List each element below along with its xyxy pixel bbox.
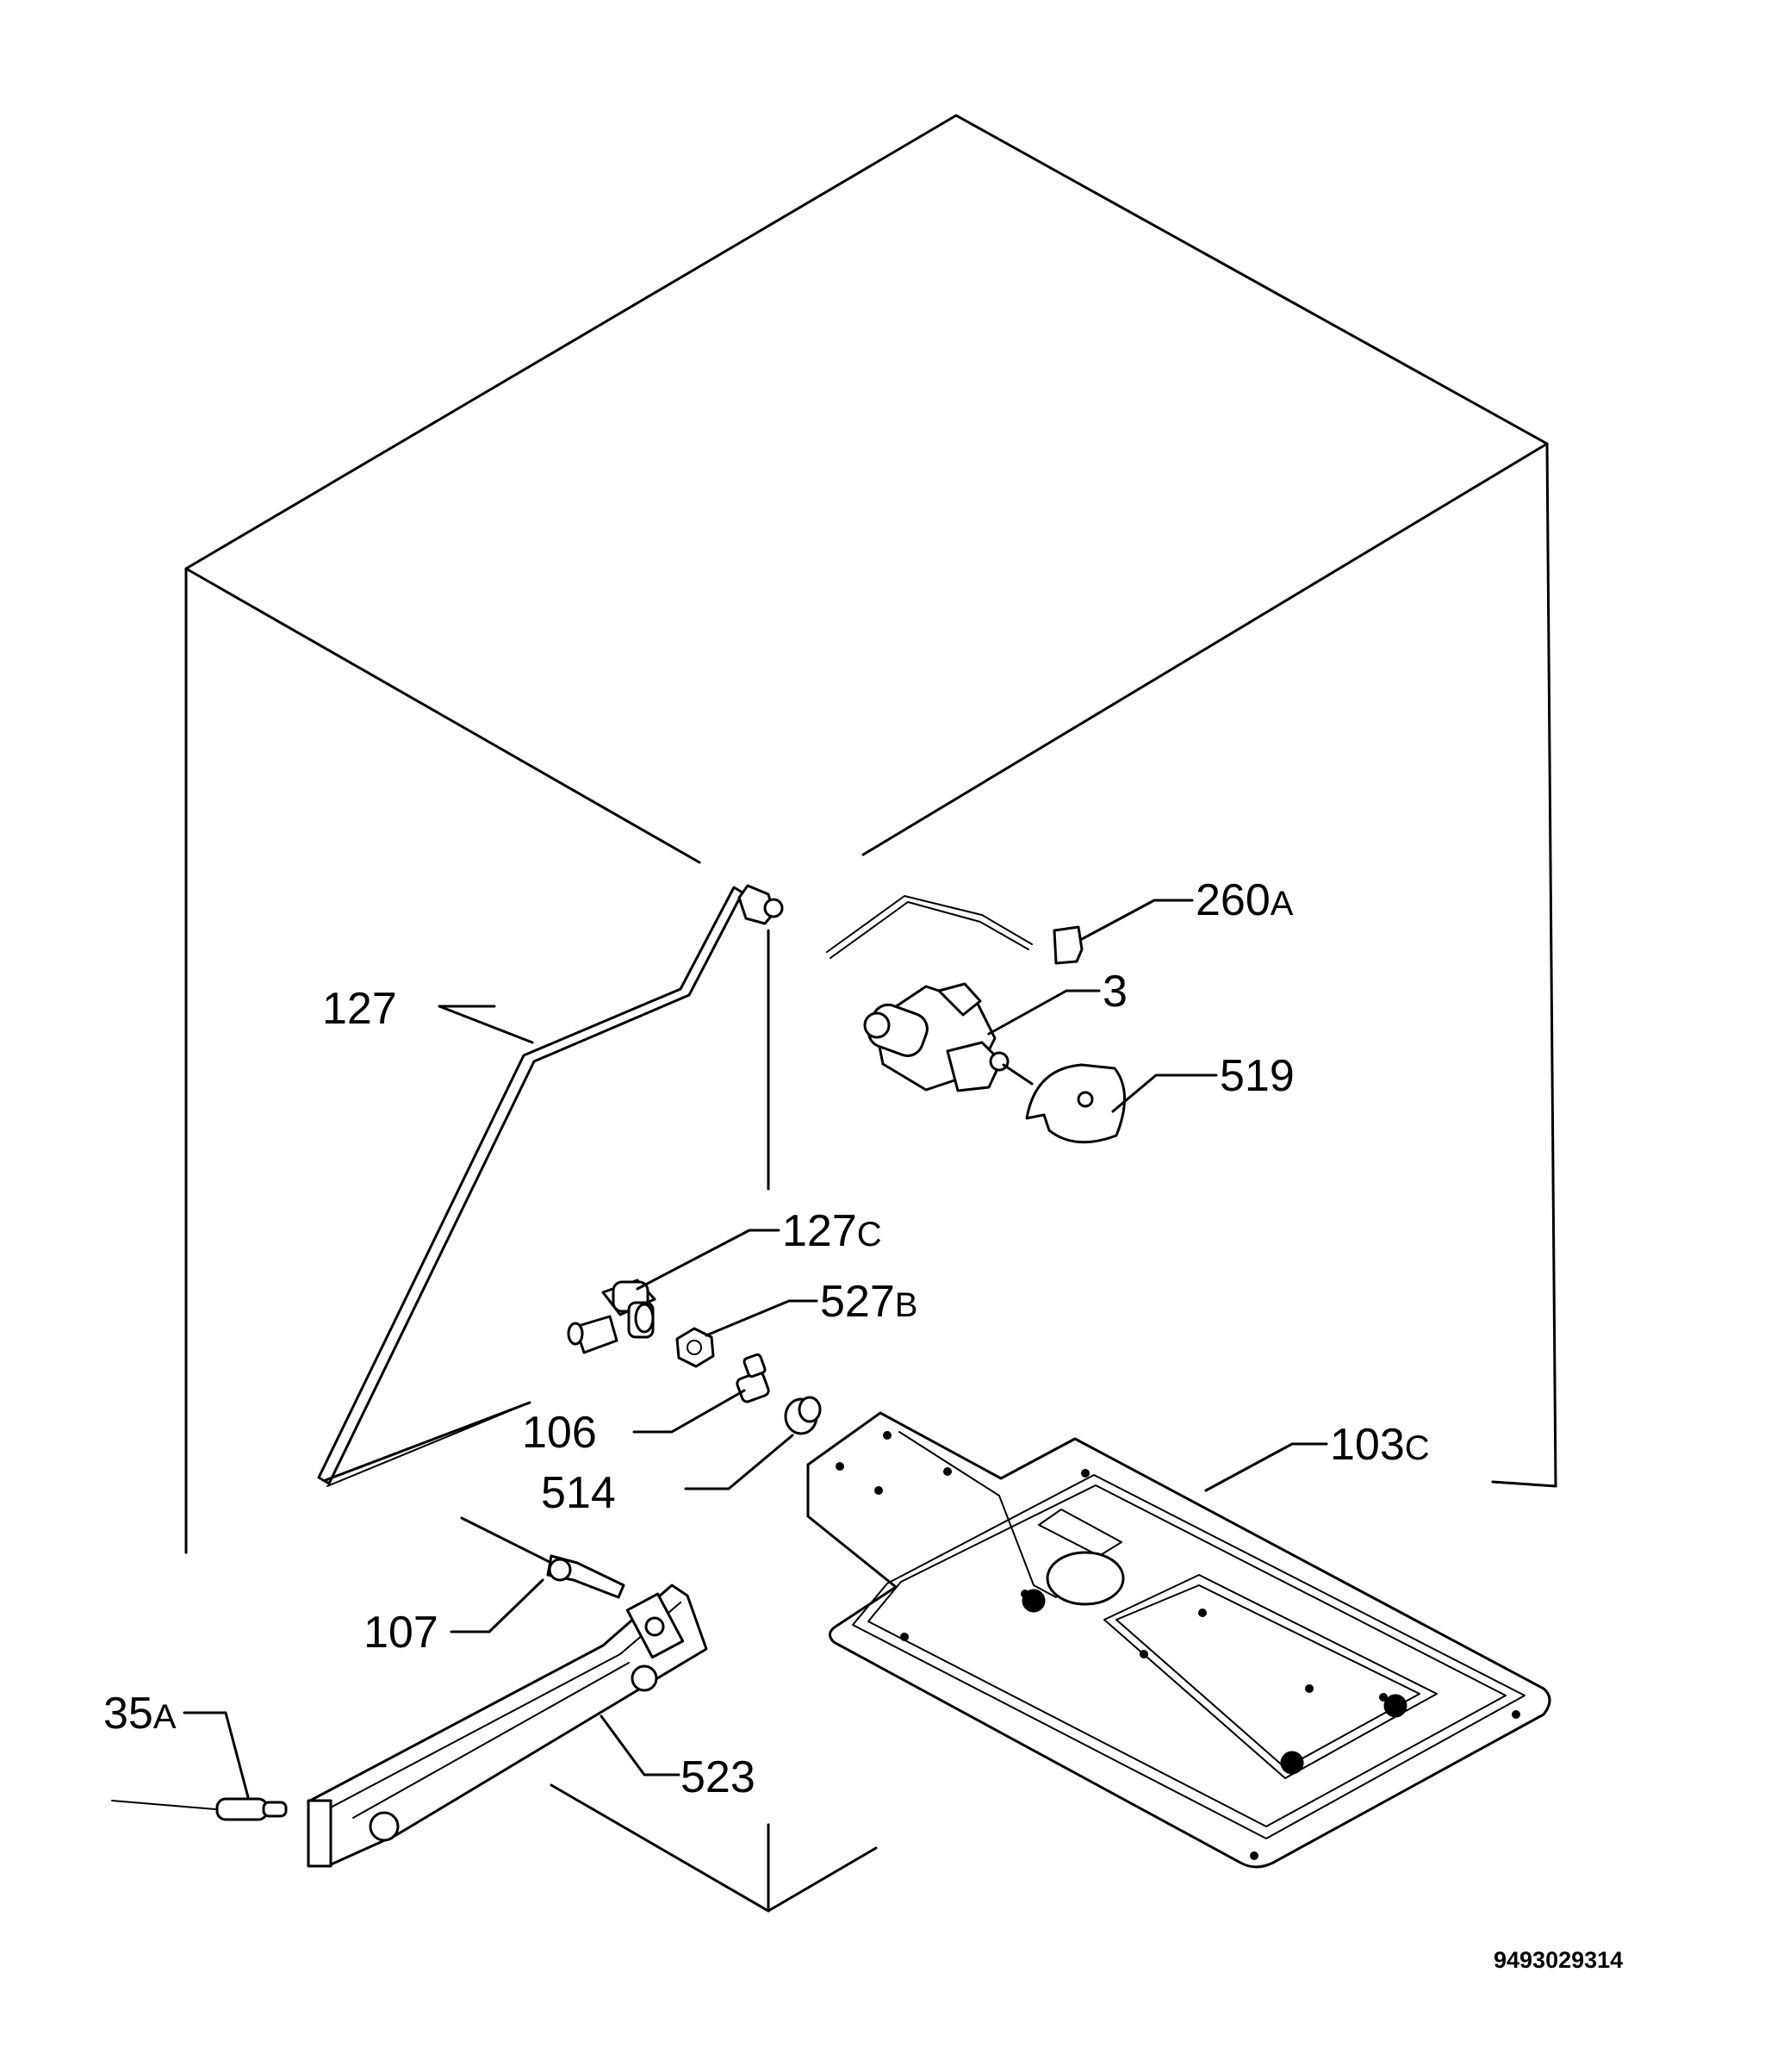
disc-519	[1025, 1063, 1126, 1144]
label-107: 107	[364, 1608, 438, 1658]
label-35A: 35A	[103, 1689, 177, 1739]
label-127: 127	[322, 984, 397, 1034]
thermocouple-107	[460, 1516, 625, 1599]
leader-514	[684, 1434, 794, 1490]
label-519: 519	[1220, 1051, 1295, 1101]
gas-pipe-127	[317, 884, 784, 1487]
drawing-number: 9493029314	[1494, 1947, 1623, 1973]
label-514: 514	[541, 1468, 616, 1518]
burner-523	[307, 1584, 708, 1868]
leader-3	[987, 989, 1101, 1036]
label-260A: 260A	[1196, 875, 1294, 925]
electrode-35A	[111, 1797, 288, 1821]
label-523: 523	[680, 1752, 755, 1802]
leader-523	[600, 1714, 680, 1776]
leader-127C	[636, 1229, 780, 1291]
bush-514	[784, 1396, 822, 1435]
leader-107	[450, 1578, 544, 1633]
leader-527B	[705, 1299, 818, 1337]
nut-527B	[675, 1327, 715, 1368]
label-527B: 527B	[820, 1277, 917, 1327]
label-103C: 103C	[1330, 1420, 1430, 1470]
label-127C: 127C	[782, 1206, 882, 1256]
gas-tap-3	[826, 895, 1034, 1092]
callout-labels: 127 260A 3 519 127C 527B 106 514 103C 10…	[103, 875, 1430, 1802]
leader-519	[1111, 1073, 1218, 1113]
leader-103C	[1204, 1442, 1328, 1492]
label-3: 3	[1103, 967, 1128, 1017]
injector-106	[736, 1353, 770, 1403]
cabinet-outline	[184, 114, 1557, 1913]
clip-260A	[1053, 925, 1084, 965]
leader-127	[438, 1005, 534, 1044]
leader-106	[632, 1389, 746, 1434]
elbow-fitting-127C	[567, 1279, 656, 1354]
leader-260A	[1080, 899, 1194, 941]
burner-plate-103C	[806, 1411, 1551, 1869]
leader-35A	[183, 1711, 250, 1799]
label-106: 106	[522, 1408, 597, 1458]
